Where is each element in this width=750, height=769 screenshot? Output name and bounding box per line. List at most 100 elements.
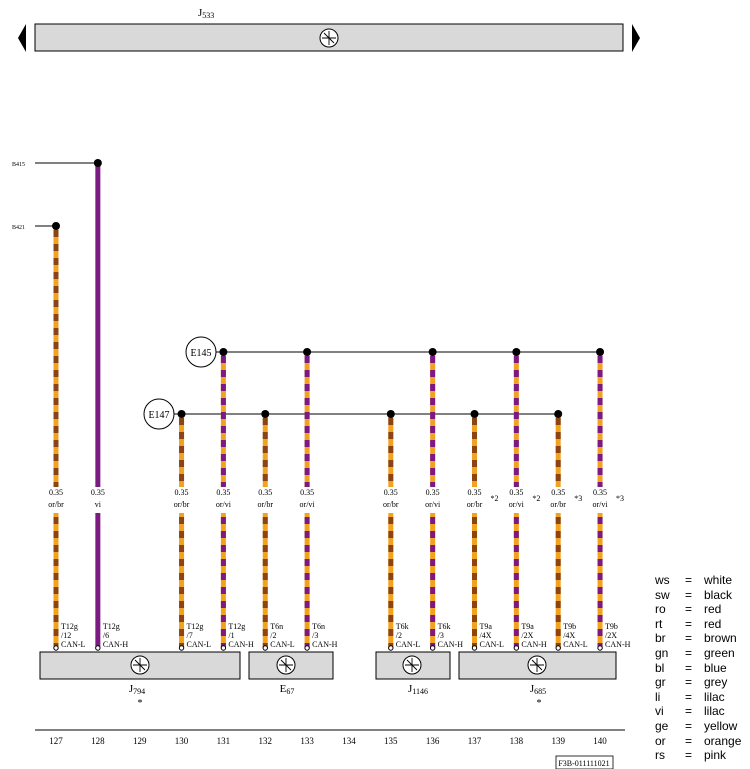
splice-dot [596, 348, 605, 356]
wire-note: *2 [532, 494, 540, 503]
signal-label: CAN-H [605, 640, 631, 649]
svg-text:J1146: J1146 [408, 683, 428, 696]
legend-equals: = [685, 704, 693, 719]
wire-color: or/br [48, 500, 64, 509]
pin-label: T9b [605, 622, 618, 631]
legend-color-name: green [704, 645, 735, 660]
svg-text:J685: J685 [530, 683, 546, 696]
pin-label: T12g [187, 622, 204, 631]
grid-number: 133 [300, 736, 314, 746]
signal-label: CAN-L [563, 640, 588, 649]
legend-color-name: blue [704, 660, 727, 675]
signal-label: CAN-H [228, 640, 254, 649]
pin-contact [555, 645, 561, 651]
legend-code: li [655, 689, 661, 704]
legend-row: gr=grey [655, 675, 750, 690]
legend-code: rs [655, 748, 665, 763]
pin-label: T6k [438, 622, 451, 631]
legend-color-name: black [704, 587, 733, 602]
pin-number: /2X [521, 631, 533, 640]
left-arrow-icon [18, 24, 26, 52]
legend-row: vi = lilac [655, 704, 750, 719]
grid-number: 130 [175, 736, 189, 746]
signal-label: CAN-L [480, 640, 505, 649]
signal-label: CAN-L [187, 640, 212, 649]
right-arrow-icon [632, 24, 640, 52]
wire-size: 0.35 [593, 488, 607, 497]
pin-label: T9b [563, 622, 576, 631]
legend-equals: = [685, 573, 693, 587]
wire-note: *2 [491, 494, 499, 503]
pin-label: T12g [103, 622, 120, 631]
legend-color-name: orange [704, 733, 742, 748]
pin-number: /2 [396, 631, 402, 640]
pin-contact [178, 645, 185, 651]
connection-point-e145: E145 [185, 336, 217, 368]
wire-color: or/br [174, 500, 190, 509]
legend-color-name: lilac [704, 704, 725, 719]
wire-size: 0.35 [216, 488, 230, 497]
svg-text:*: * [138, 698, 143, 709]
grid-number: 138 [510, 736, 524, 746]
ground-symbol-icon [130, 655, 150, 675]
legend-row: bl=blue [655, 661, 750, 676]
wire-size: 0.35 [91, 488, 105, 497]
wire-color: or/br [467, 500, 483, 509]
legend-equals: = [685, 631, 693, 646]
wire-color: or/vi [592, 500, 608, 509]
legend-code: rt [655, 616, 663, 631]
legend-equals: = [685, 733, 693, 748]
unit-j794: J794 * [39, 651, 241, 709]
legend-color-name: white [704, 573, 733, 587]
wire-color: or/br [257, 500, 273, 509]
splice-dot [554, 410, 563, 418]
legend-equals: = [685, 645, 693, 660]
grid-number: 139 [551, 736, 565, 746]
splice-dot [93, 159, 102, 167]
legend-row: sw = black [655, 588, 750, 603]
pin-contact [597, 645, 603, 651]
pin-contact [262, 645, 268, 651]
splice-dot [470, 410, 479, 418]
legend-row: gn=green [655, 646, 750, 661]
splice-dot [428, 348, 437, 356]
grid-number: 127 [49, 736, 63, 746]
pin-label: T12g [61, 622, 78, 631]
legend-color-name: brown [704, 631, 737, 646]
wire-note: *3 [574, 494, 582, 503]
pin-number: /4X [563, 631, 575, 640]
wire-color: or/br [550, 500, 566, 509]
pin-label: T9a [480, 622, 493, 631]
legend-code: vi [655, 704, 664, 719]
wire-color: or/vi [216, 500, 232, 509]
legend-equals: = [685, 602, 693, 617]
pin-number: /4X [480, 631, 492, 640]
wire-note: *3 [616, 494, 624, 503]
legend-equals: = [685, 616, 693, 631]
footer-code: F3B-011111021 [558, 759, 609, 768]
wire-size: 0.35 [551, 488, 565, 497]
pin-contact [388, 645, 394, 651]
grid-number: 137 [468, 736, 482, 746]
signal-label: CAN-H [103, 640, 129, 649]
pin-contact [95, 645, 101, 651]
legend-equals: = [685, 587, 693, 602]
pin-contact [513, 645, 520, 651]
splice-dot [177, 410, 186, 418]
splice-dot [52, 222, 60, 230]
unit-j1146: J1146 [375, 651, 451, 696]
legend-equals: = [685, 675, 693, 690]
legend-code: gr [655, 675, 666, 690]
signal-label: CAN-L [61, 640, 86, 649]
svg-text:*: * [537, 698, 542, 709]
pin-label: T6n [270, 622, 283, 631]
legend-code: sw [655, 587, 670, 602]
legend-color-name: red [704, 616, 722, 631]
